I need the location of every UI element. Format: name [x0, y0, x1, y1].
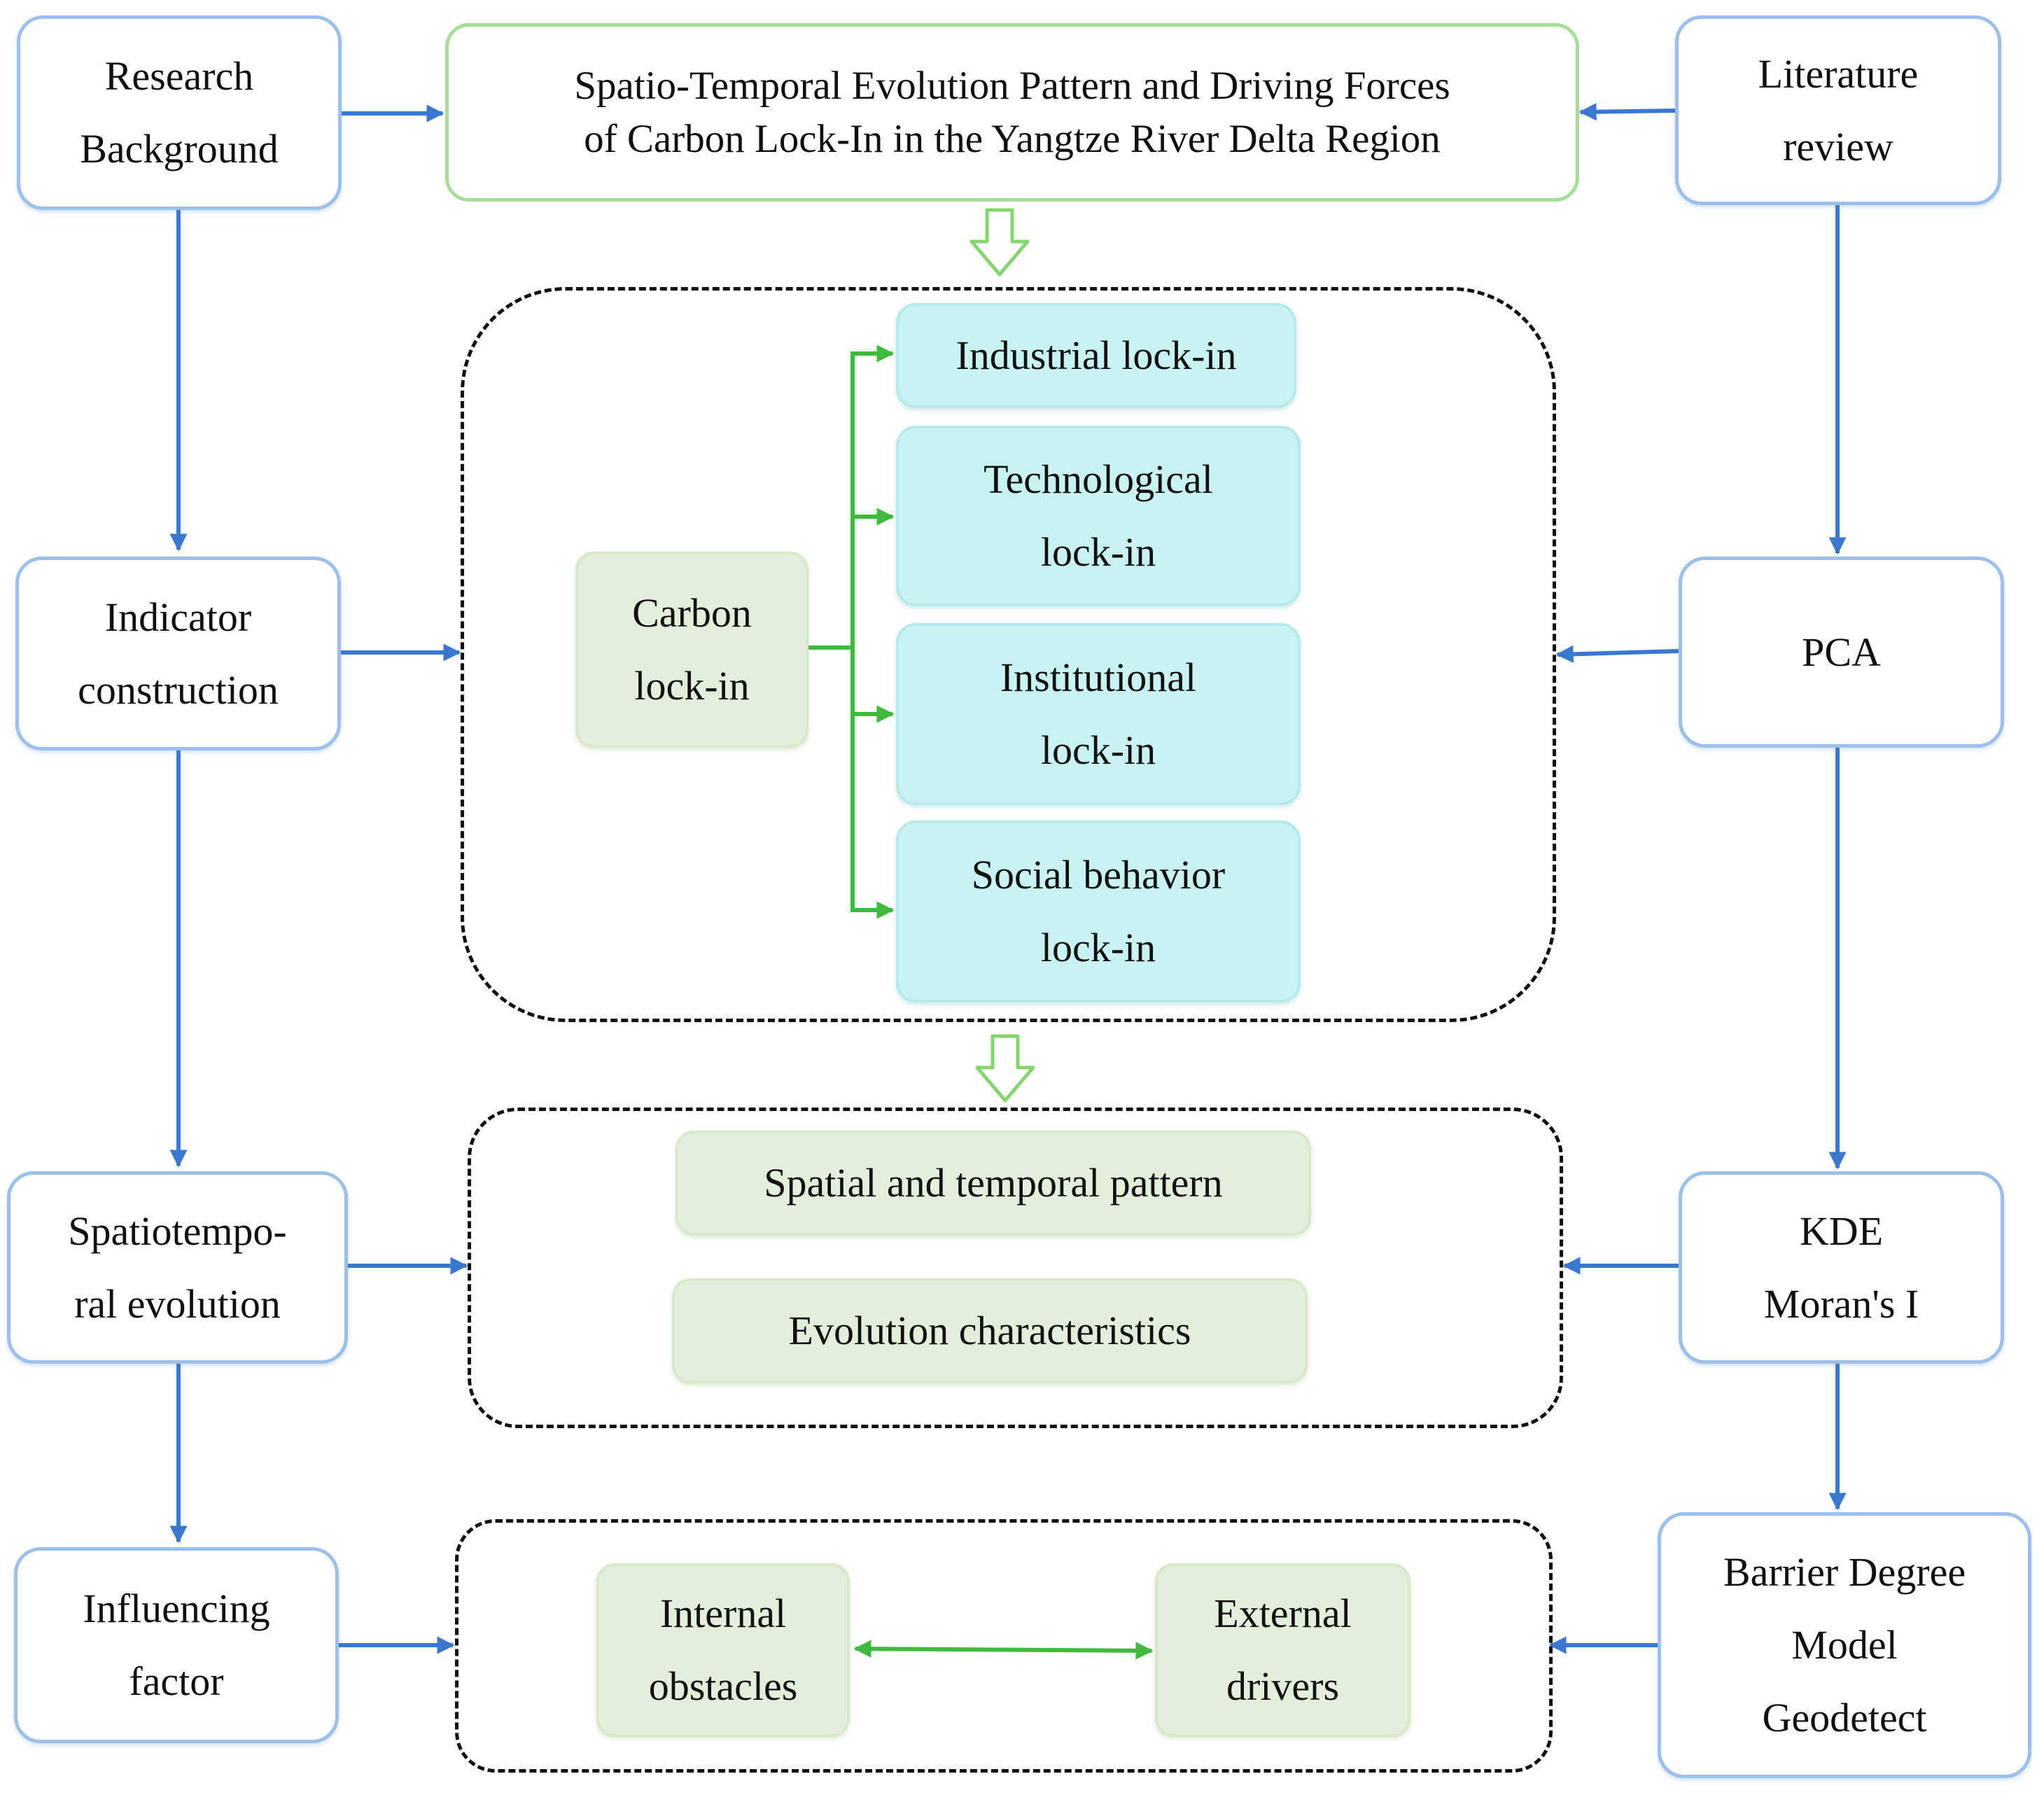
arrow-pca-to-carbon-panel [1555, 645, 1679, 663]
institutional-lock-in-line-2: lock-in [1040, 727, 1156, 773]
kde-moran-box: KDE Moran's I [1679, 1171, 2004, 1364]
spatiotemporal-evolution-line-2: ral evolution [74, 1280, 281, 1327]
research-background-line-2: Background [80, 126, 279, 172]
hollow-down-arrow-middle [975, 1034, 1035, 1103]
barrier-degree-label: Barrier Degree [1723, 1549, 1966, 1595]
internal-obstacles-box: Internal obstacles [596, 1563, 850, 1737]
carbon-lock-in-panel [461, 287, 1556, 1022]
research-title-box: Spatio-Temporal Evolution Pattern and Dr… [445, 23, 1579, 202]
evolution-characteristics-label: Evolution characteristics [788, 1308, 1191, 1353]
influencing-factor-line-1: Influencing [83, 1586, 270, 1631]
social-behavior-lock-in-box: Social behavior lock-in [896, 820, 1301, 1003]
influencing-factor-line-2: factor [129, 1658, 224, 1704]
social-behavior-lock-in-line-2: lock-in [1040, 925, 1156, 970]
technological-lock-in-line-2: lock-in [1040, 529, 1156, 575]
industrial-lock-in-label: Industrial lock-in [955, 333, 1237, 378]
technological-lock-in-box: Technological lock-in [896, 426, 1301, 606]
social-behavior-lock-in-line-1: Social behavior [971, 852, 1226, 898]
external-drivers-line-1: External [1214, 1591, 1352, 1636]
spatial-temporal-pattern-box: Spatial and temporal pattern [676, 1131, 1311, 1236]
external-drivers-line-2: drivers [1226, 1663, 1340, 1709]
technological-lock-in-line-1: Technological [983, 456, 1213, 502]
indicator-construction-line-2: construction [78, 666, 279, 713]
model-label: Model [1791, 1622, 1898, 1668]
external-drivers-box: External drivers [1155, 1563, 1410, 1737]
carbon-lock-in-line-1: Carbon [632, 590, 752, 636]
institutional-lock-in-line-1: Institutional [1000, 655, 1197, 700]
industrial-lock-in-box: Industrial lock-in [896, 303, 1296, 408]
internal-obstacles-line-2: obstacles [648, 1663, 798, 1709]
research-background-box: Research Background [17, 15, 342, 210]
literature-review-box: Literature review [1675, 15, 2001, 205]
influencing-factor-box: Influencing factor [14, 1547, 339, 1743]
spatial-temporal-pattern-label: Spatial and temporal pattern [764, 1160, 1223, 1206]
kde-label: KDE [1799, 1208, 1884, 1254]
spatiotemporal-evolution-box: Spatiotempo- ral evolution [7, 1171, 348, 1364]
spatiotemporal-evolution-line-1: Spatiotempo- [68, 1208, 287, 1254]
pca-label: PCA [1802, 629, 1881, 675]
pca-box: PCA [1679, 557, 2004, 748]
literature-review-line-1: Literature [1758, 50, 1919, 97]
geodetect-label: Geodetect [1762, 1695, 1927, 1740]
indicator-construction-box: Indicator construction [15, 557, 341, 750]
bidirectional-arrow-obstacles-drivers [853, 1640, 1154, 1660]
factors-panel [455, 1519, 1553, 1773]
research-background-line-1: Research [104, 53, 254, 99]
internal-obstacles-line-1: Internal [659, 1591, 787, 1636]
institutional-lock-in-box: Institutional lock-in [896, 623, 1301, 805]
literature-review-line-2: review [1783, 123, 1893, 169]
carbon-lock-in-line-2: lock-in [634, 663, 750, 708]
evolution-characteristics-box: Evolution characteristics [672, 1278, 1308, 1383]
title-line-1: Spatio-Temporal Evolution Pattern and Dr… [574, 63, 1450, 108]
arrow-literature-to-title [1578, 103, 1676, 121]
morans-i-label: Moran's I [1763, 1280, 1919, 1327]
title-line-2: of Carbon Lock-In in the Yangtze River D… [584, 116, 1441, 161]
hollow-down-arrow-top [969, 208, 1030, 277]
indicator-construction-line-1: Indicator [104, 594, 252, 640]
carbon-lock-in-box: Carbon lock-in [575, 552, 808, 748]
barrier-geodetect-box: Barrier Degree Model Geodetect [1658, 1512, 2031, 1778]
pattern-panel [468, 1108, 1563, 1428]
